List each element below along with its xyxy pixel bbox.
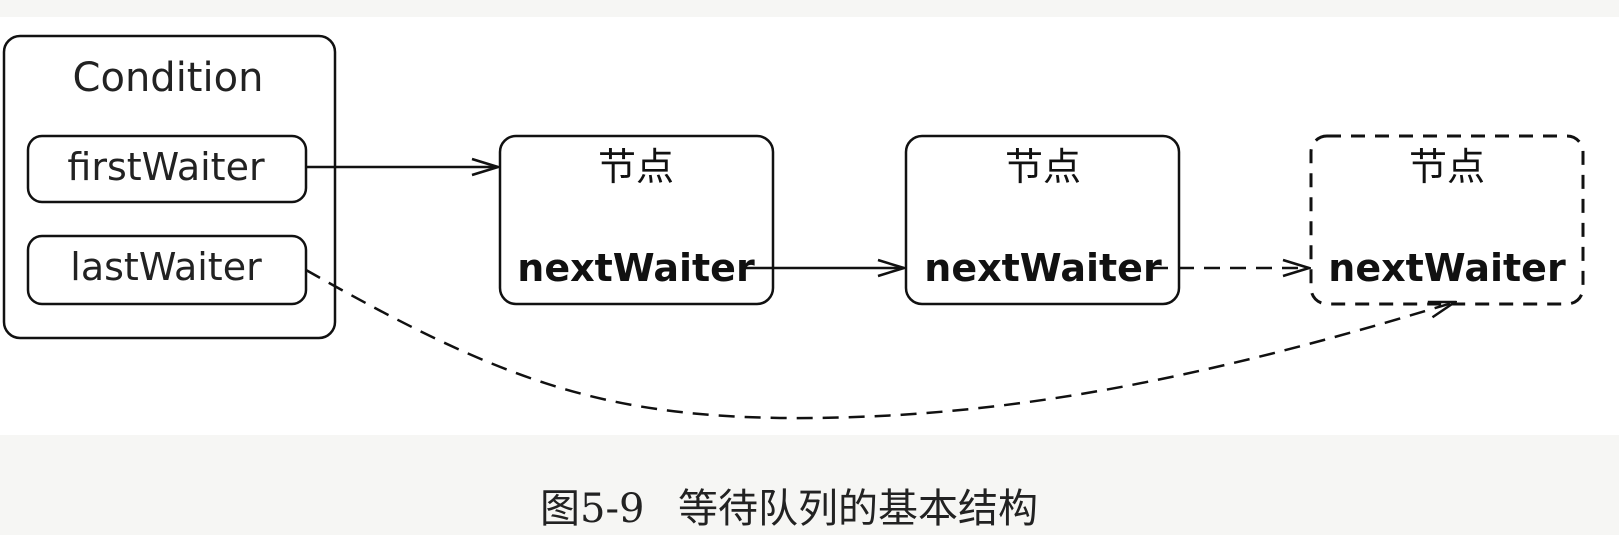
node-3: 节点 nextWaiter bbox=[1309, 134, 1585, 306]
node-1-title: 节点 bbox=[598, 145, 674, 189]
node-2: 节点 nextWaiter bbox=[904, 134, 1181, 306]
first-waiter-field bbox=[26, 134, 308, 204]
caption-figure-number: 图5-9 bbox=[540, 486, 644, 532]
condition-box-border bbox=[2, 34, 337, 340]
node-3-border bbox=[1309, 134, 1585, 306]
node-1: 节点 nextWaiter bbox=[498, 134, 775, 306]
first-waiter-label: firstWaiter bbox=[67, 145, 265, 189]
node-3-title: 节点 bbox=[1409, 145, 1485, 189]
node-1-border bbox=[498, 134, 775, 306]
last-waiter-label: lastWaiter bbox=[70, 245, 262, 289]
last-waiter-arrow bbox=[305, 268, 1455, 420]
condition-title: Condition bbox=[73, 55, 264, 101]
diagram-canvas bbox=[0, 17, 1619, 435]
node-2-border bbox=[904, 134, 1181, 306]
node-2-title: 节点 bbox=[1005, 145, 1081, 189]
condition-box: Condition firstWaiter lastWaiter bbox=[2, 34, 337, 340]
node-2-field: nextWaiter bbox=[924, 246, 1162, 290]
node-3-field: nextWaiter bbox=[1328, 246, 1566, 290]
caption-text: 等待队列的基本结构 bbox=[678, 486, 1038, 532]
node-1-field: nextWaiter bbox=[517, 246, 755, 290]
